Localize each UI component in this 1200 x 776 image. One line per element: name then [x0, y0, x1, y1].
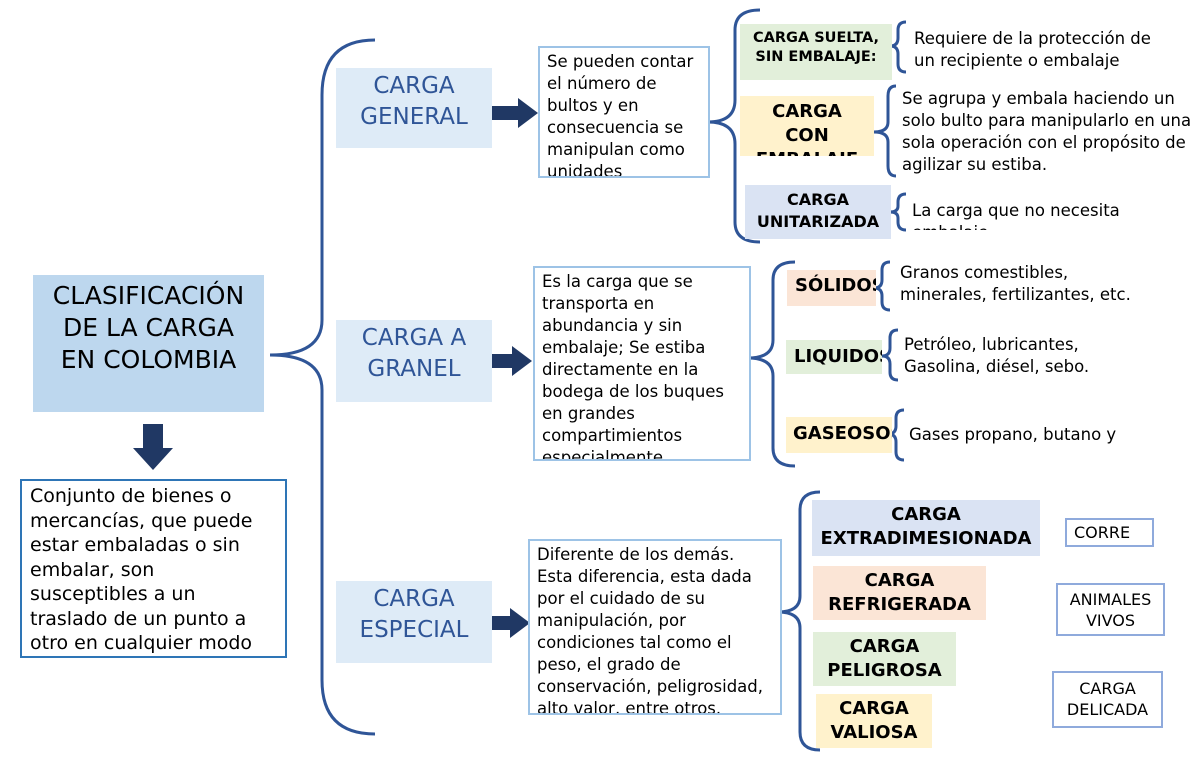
category-general-line-2: GENERAL: [360, 104, 468, 130]
detail-bracket-suelta: [889, 20, 907, 74]
arrow-down-definition: [133, 424, 173, 470]
detail-bracket-liquidos: [881, 328, 899, 382]
granel-detail-liquidos: Petróleo, lubricantes, Gasolina, diésel,…: [904, 335, 1090, 376]
especial-example-corre: CORRE: [1065, 518, 1154, 547]
category-general: CARGA GENERAL: [336, 68, 492, 148]
especial-example-animales-vivos: ANIMALES VIVOS: [1056, 583, 1165, 636]
especial-example-carga-delicada: CARGA DELICADA: [1052, 671, 1163, 728]
main-definition: Conjunto de bienes o mercancías, que pue…: [20, 479, 287, 658]
category-especial-line-1: CARGA: [373, 586, 455, 612]
category-granel-line-2: GRANEL: [367, 356, 461, 382]
main-title: CLASIFICACIÓN DE LA CARGA EN COLOMBIA: [33, 275, 264, 412]
granel-type-solidos: SÓLIDOS: [787, 270, 876, 306]
main-title-line-1: CLASIFICACIÓN: [52, 281, 245, 310]
arrow-especial: [484, 608, 530, 638]
main-title-line-2: DE LA CARGA: [63, 313, 234, 342]
granel-detail-solidos: Granos comestibles, minerales, fertiliza…: [900, 263, 1131, 304]
granel-detail-gaseosos: Gases propano, butano y: [909, 425, 1117, 444]
general-detail-con-embalaje: Se agrupa y embala haciendo un solo bult…: [902, 89, 1192, 174]
granel-type-liquidos: LIQUIDOS: [786, 340, 882, 374]
category-granel-line-1: CARGA A: [361, 325, 467, 351]
especial-type-peligrosa: CARGA PELIGROSA: [813, 632, 956, 686]
main-bracket: [269, 38, 376, 736]
especial-type-refrigerada: CARGA REFRIGERADA: [813, 566, 986, 620]
general-type-unitarizada: CARGA UNITARIZADA: [745, 185, 891, 239]
granel-description: Es la carga que se transporta en abundan…: [533, 266, 751, 461]
category-especial-line-2: ESPECIAL: [359, 617, 469, 643]
especial-type-valiosa: CARGA VALIOSA: [816, 694, 932, 748]
category-general-line-1: CARGA: [373, 73, 455, 99]
general-description: Se pueden contar el número de bultos y e…: [538, 46, 710, 178]
main-title-line-3: EN COLOMBIA: [60, 345, 237, 374]
arrow-granel: [486, 346, 532, 376]
detail-bracket-con-embalaje: [873, 84, 897, 178]
general-detail-suelta: Requiere de la protección de un recipien…: [914, 29, 1151, 70]
general-type-suelta: CARGA SUELTA, SIN EMBALAJE:: [740, 24, 892, 80]
category-especial: CARGA ESPECIAL: [336, 581, 492, 663]
general-detail-unitarizada: La carga que no necesita embalaje: [912, 201, 1120, 230]
general-type-con-embalaje: CARGA CON EMBALAJE: [740, 96, 874, 156]
detail-bracket-unitarizada: [889, 192, 907, 232]
detail-bracket-solidos: [873, 260, 891, 312]
especial-type-extradimensionada: CARGA EXTRADIMESIONADA: [812, 500, 1040, 556]
arrow-general: [492, 98, 538, 128]
granel-type-gaseosos: GASEOSOS: [786, 417, 892, 453]
especial-description: Diferente de los demás. Esta diferencia,…: [528, 539, 782, 715]
category-granel: CARGA A GRANEL: [336, 320, 492, 402]
